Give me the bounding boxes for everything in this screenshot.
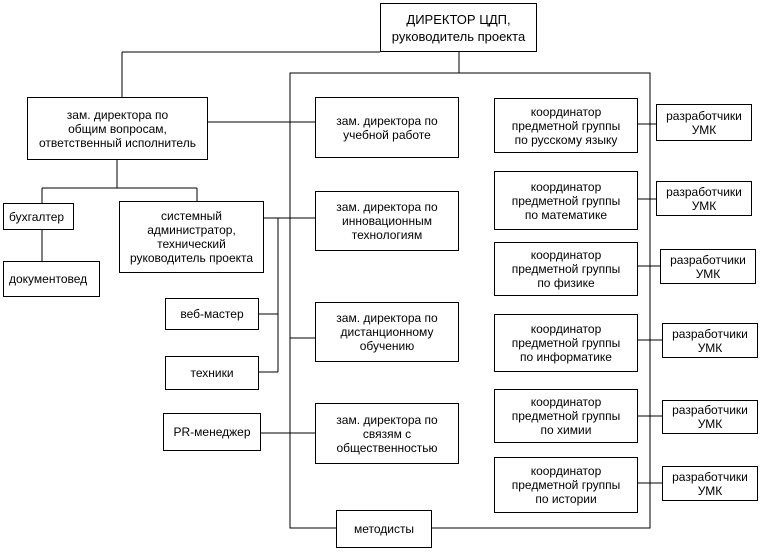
developers-chemistry-box: разработчики УМК <box>662 400 758 434</box>
methodists-box: методисты <box>336 510 432 548</box>
developers-informatics-box: разработчики УМК <box>662 323 758 358</box>
coordinator-history-box: координатор предметной группы по истории <box>494 457 638 513</box>
deputy-general-box: зам. директора по общим вопросам, ответс… <box>27 97 208 160</box>
developers-history-box: разработчики УМК <box>662 466 758 501</box>
developers-physics-box: разработчики УМК <box>660 249 756 284</box>
coordinator-chemistry-box: координатор предметной группы по химии <box>494 389 638 443</box>
developers-math-box: разработчики УМК <box>656 181 752 216</box>
developers-russian-box: разработчики УМК <box>656 104 752 141</box>
coordinator-informatics-box: координатор предметной группы по информа… <box>494 314 638 372</box>
deputy-distance-box: зам. директора по дистанционному обучени… <box>315 302 459 362</box>
accountant-box: бухгалтер <box>3 203 74 230</box>
pr-manager-box: PR-менеджер <box>163 413 261 451</box>
coordinator-russian-box: координатор предметной группы по русском… <box>494 98 638 153</box>
deputy-education-box: зам. директора по учебной работе <box>315 97 459 158</box>
deputy-public-box: зам. директора по связям с общественност… <box>315 403 459 464</box>
sysadmin-box: системный администратор, технический рук… <box>119 201 264 273</box>
director-box: ДИРЕКТОР ЦДП, руководитель проекта <box>380 3 537 52</box>
records-clerk-box: документовед <box>3 261 100 297</box>
deputy-innovation-box: зам. директора по инновационным технолог… <box>315 191 459 251</box>
coordinator-math-box: координатор предметной группы по математ… <box>494 171 638 230</box>
coordinator-physics-box: координатор предметной группы по физике <box>494 242 638 296</box>
webmaster-box: веб-мастер <box>165 298 259 330</box>
technicians-box: техники <box>165 356 259 390</box>
